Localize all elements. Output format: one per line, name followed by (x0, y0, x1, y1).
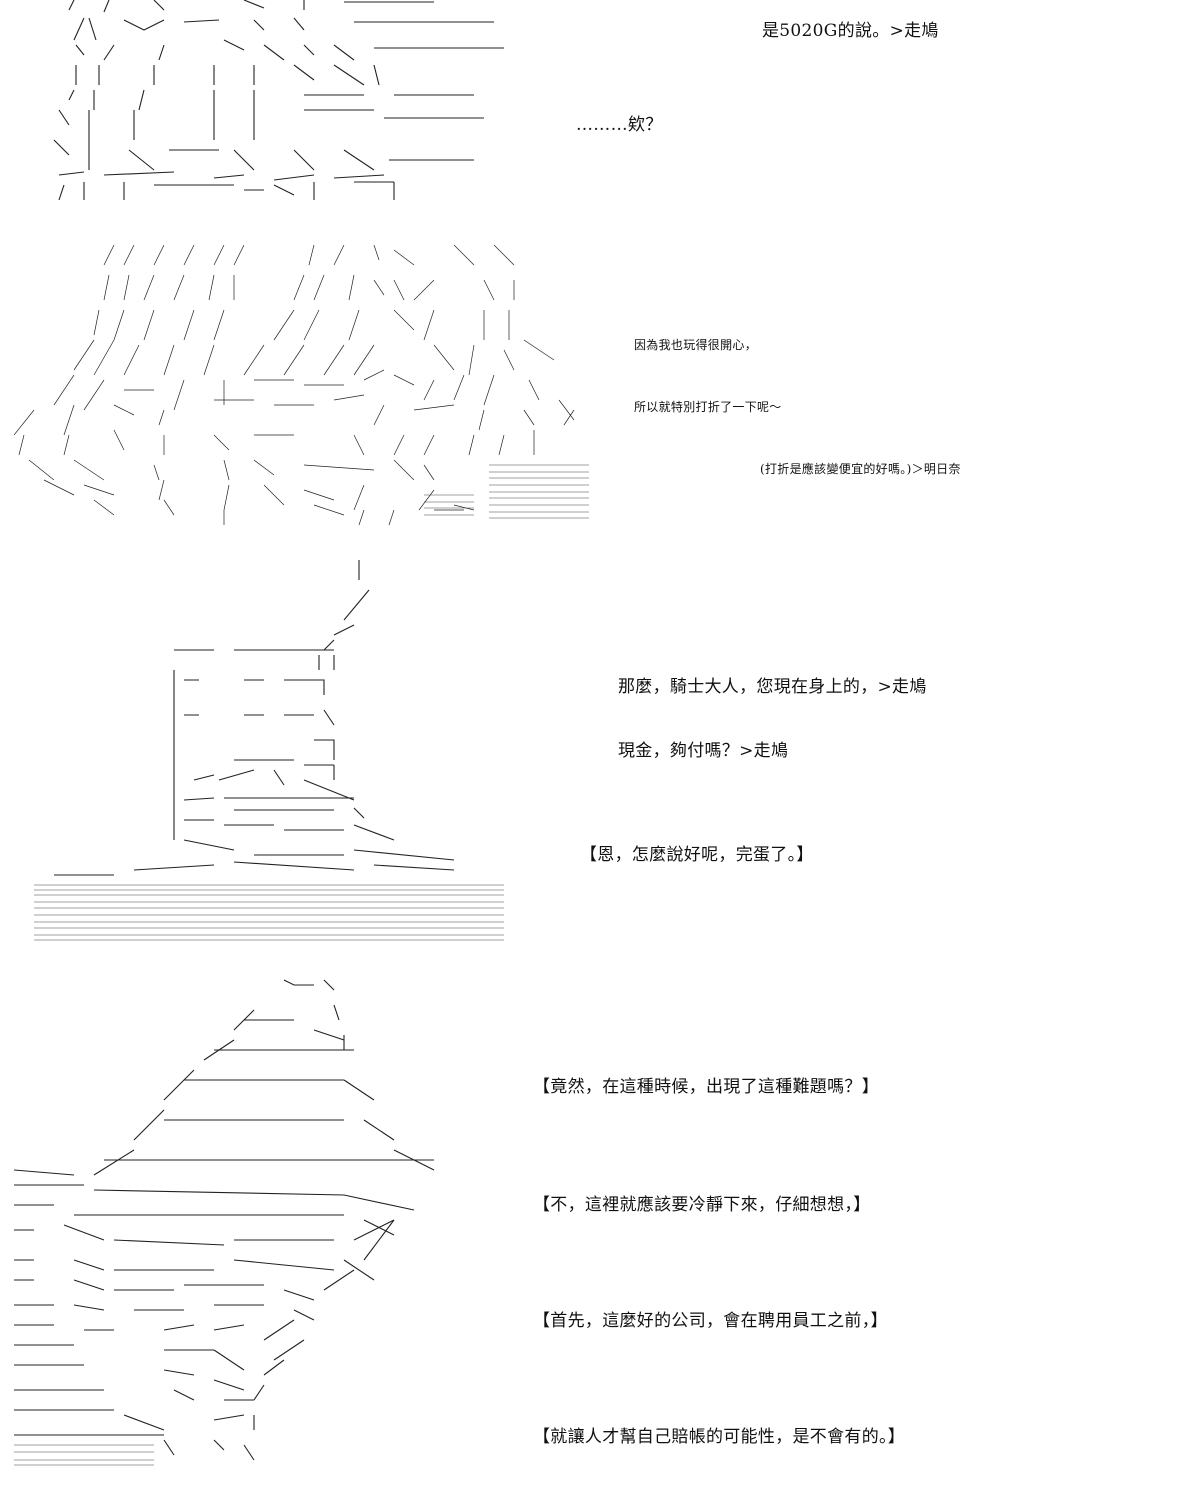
dialogue-line-10: 【不，這裡就應該要冷靜下來，仔細想想，】 (533, 1195, 871, 1215)
dialogue-line-11: 【首先，這麼好的公司，會在聘用員工之前，】 (533, 1311, 888, 1331)
dialogue-line-12: 【就讓人才幫自己賠帳的可能性，是不會有的。】 (533, 1427, 906, 1447)
panel-4: 【竟然，在這種時候，出現了這種難題嗎？】 【不，這裡就應該要冷靜下來，仔細想想，… (0, 960, 1200, 1512)
panel-3: 那麼，騎士大人，您現在身上的，>走鳩 現金，夠付嗎？>走鳩 【恩，怎麼說好呢，完… (0, 540, 1200, 960)
dialogue-line-5: (打折是應該變便宜的好嗎。)＞明日奈 (760, 462, 961, 476)
dialogue-line-9: 【竟然，在這種時候，出現了這種難題嗎？】 (533, 1077, 879, 1097)
dialogue-line-3: 因為我也玩得很開心， (634, 338, 758, 352)
dialogue-line-7: 現金，夠付嗎？>走鳩 (618, 741, 789, 761)
dialogue-line-8: 【恩，怎麼說好呢，完蛋了。】 (580, 845, 814, 865)
ascii-art-figure-3 (34, 560, 504, 941)
panel-2: 因為我也玩得很開心， 所以就特別打折了一下呢～ (打折是應該變便宜的好嗎。)＞明… (0, 210, 1200, 540)
ascii-art-figure-2 (14, 244, 589, 526)
panel-1: 是5020G的說。>走鳩 ………欸？ (0, 0, 1200, 210)
ascii-art-figure-4 (14, 979, 435, 1466)
dialogue-line-1: 是5020G的說。>走鳩 (762, 21, 939, 41)
dialogue-line-4: 所以就特別打折了一下呢～ (634, 400, 782, 414)
dialogue-line-6: 那麼，騎士大人，您現在身上的，>走鳩 (618, 677, 927, 697)
dialogue-line-2: ………欸？ (576, 115, 663, 135)
ascii-art-figure-1 (53, 0, 504, 201)
